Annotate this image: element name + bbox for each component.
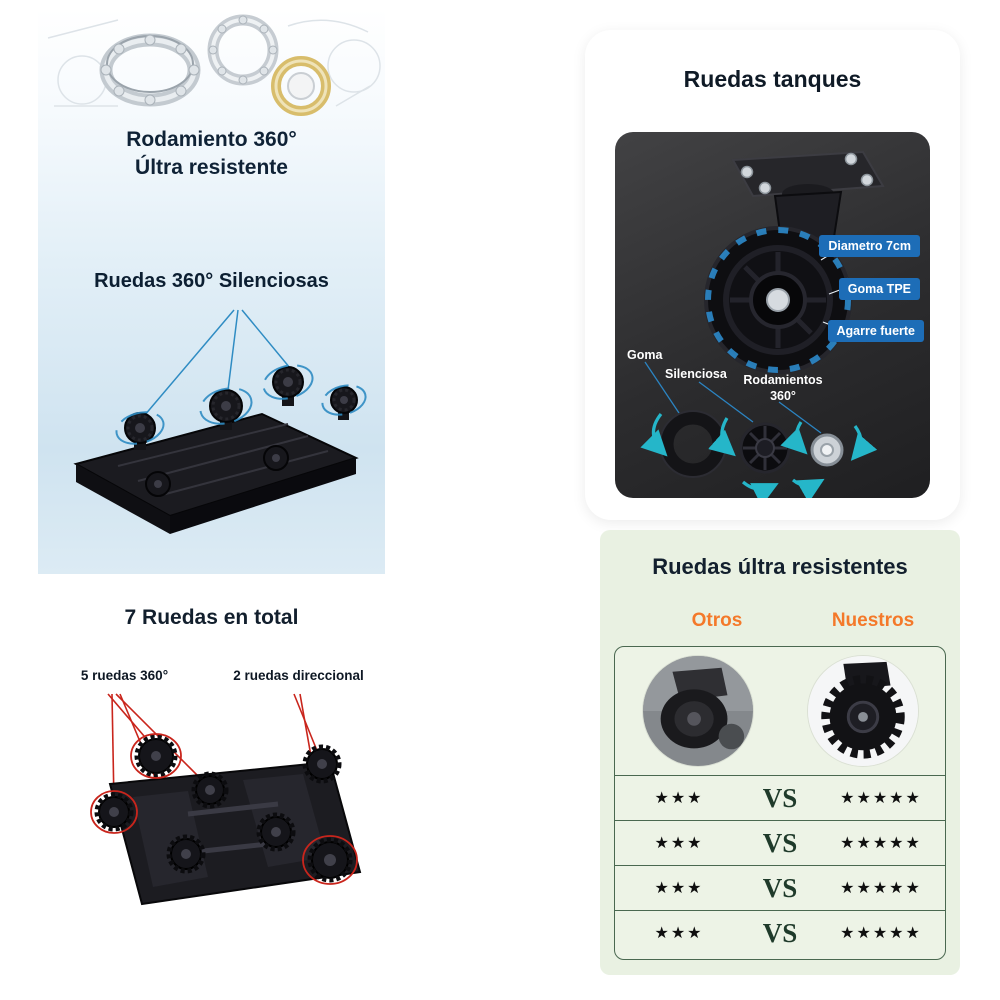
callout-goma: Goma (627, 348, 663, 362)
callout-rubber-tpe: Goma TPE (838, 278, 920, 300)
comparison-row: ★★★ VS ★★★★★ (615, 865, 945, 910)
callout-bearings-line1: Rodamientos (743, 373, 823, 387)
vs-label: VS (762, 782, 798, 813)
panel-tank-wheels: Ruedas tanques (585, 30, 960, 520)
label-swivel-wheels: 5 ruedas 360° (80, 668, 169, 683)
others-rating: ★★★ (654, 925, 704, 942)
others-wheel-photo (642, 656, 753, 766)
bearing-title: Rodamiento 360° Últra resistente (38, 126, 385, 183)
vs-label: VS (762, 827, 798, 858)
dolly-top-view-photo (90, 693, 362, 906)
panel-comparison: Ruedas últra resistentes Otros Nuestros (600, 530, 960, 975)
dolly-wheels-photo (73, 309, 367, 534)
panel-bearing-feature: Rodamiento 360° Últra resistente Ruedas … (38, 8, 385, 574)
ours-wheel-photo (807, 656, 918, 766)
seven-wheels-title: 7 Ruedas en total (124, 606, 299, 629)
comparison-row: ★★★ VS ★★★★★ (615, 775, 945, 820)
callout-strong-grip: Agarre fuerte (827, 320, 924, 342)
column-header-others: Otros (691, 610, 743, 631)
bearings-photo (47, 14, 381, 116)
caster-photo (640, 150, 885, 498)
label-directional-wheels: 2 ruedas direccional (233, 668, 364, 683)
others-rating: ★★★ (654, 880, 704, 897)
caster-detail-card: Diametro 7cm Goma TPE Agarre fuerte Goma… (615, 132, 930, 498)
bearing-title-line1: Rodamiento 360° (126, 128, 297, 151)
comparison-title: Ruedas últra resistentes (652, 554, 908, 579)
comparison-table: ★★★ VS ★★★★★ ★★★ VS ★★★★★ ★★★ VS ★★★★★ ★… (614, 646, 946, 960)
ours-rating: ★★★★★ (840, 835, 922, 852)
ours-rating: ★★★★★ (840, 790, 922, 807)
callout-diameter: Diametro 7cm (819, 235, 920, 257)
bearing-title-line2: Últra resistente (135, 156, 288, 180)
column-header-ours: Nuestros (831, 610, 915, 631)
comparison-row: ★★★ VS ★★★★★ (615, 910, 945, 955)
tank-wheels-title: Ruedas tanques (683, 66, 862, 92)
ours-rating: ★★★★★ (840, 925, 922, 942)
silent-wheels-title: Ruedas 360° Silenciosas (94, 270, 329, 292)
others-rating: ★★★ (654, 790, 704, 807)
ours-rating: ★★★★★ (840, 880, 922, 897)
comparison-row: ★★★ VS ★★★★★ (615, 820, 945, 865)
others-rating: ★★★ (654, 835, 704, 852)
vs-label: VS (762, 917, 798, 948)
vs-label: VS (762, 872, 798, 903)
callout-bearings-line2: 360° (770, 389, 796, 404)
panel-seven-wheels: 7 Ruedas en total 5 ruedas 360° 2 ruedas… (38, 588, 385, 965)
callout-bearings-360: Rodamientos 360° (735, 372, 831, 405)
comparison-images-row (615, 647, 945, 775)
callout-silenciosa: Silenciosa (665, 367, 727, 381)
